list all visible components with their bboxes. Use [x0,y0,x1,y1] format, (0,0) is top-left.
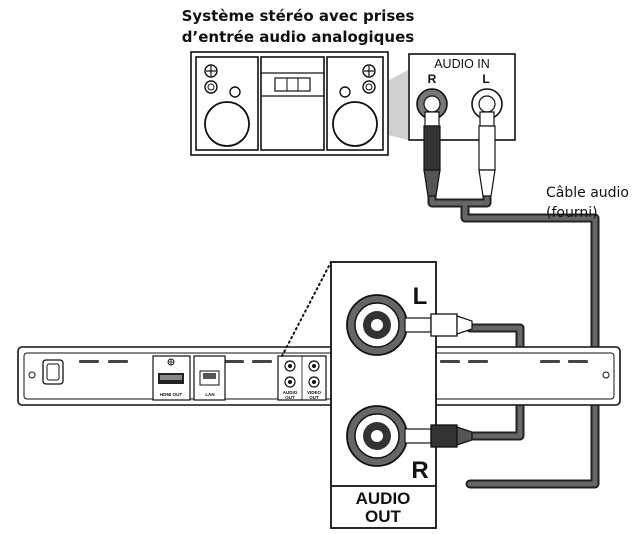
cable-label-line-1: Câble audio [546,185,629,201]
title-line-1: Système stéréo avec prises [182,7,415,25]
stereo-left-woofer [204,101,250,147]
player-vents [79,360,588,363]
audio-out-left-jack [346,294,408,356]
stereo-center-unit [260,56,325,151]
audio-in-right-label: R [428,72,437,86]
stereo-right-woofer [332,101,378,147]
title-line-2: d’entrée audio analogiques [182,28,414,46]
audio-in-plugs [423,111,496,197]
stereo-system [190,51,408,156]
audio-out-left-label: L [413,283,428,310]
small-video-out-label-1: VIDEO [307,390,322,395]
cable-label-line-2: (fourni) [546,205,598,221]
audio-out-label-line-2: OUT [365,507,402,526]
audio-out-plugs [404,313,473,448]
audio-out-panel: L R AUDIO OUT [330,261,437,529]
player-rear-panel: HDMI OUT LAN AUDIO OUT VIDEO OUT [17,346,621,406]
small-video-out-label-2: OUT [309,395,319,400]
lan-label: LAN [205,392,214,397]
audio-out-right-jack [346,405,408,467]
small-audio-out-label-1: AUDIO [283,390,298,395]
audio-in-label: AUDIO IN [434,57,490,71]
callout-dotted-line [281,261,332,357]
audio-out-label-line-1: AUDIO [356,489,411,508]
audio-out-right-label: R [411,457,428,484]
power-socket [42,359,64,385]
small-audio-out-label-2: OUT [285,395,295,400]
hdmi-out-label: HDMI OUT [160,392,182,397]
audio-in-left-label: L [482,72,489,86]
